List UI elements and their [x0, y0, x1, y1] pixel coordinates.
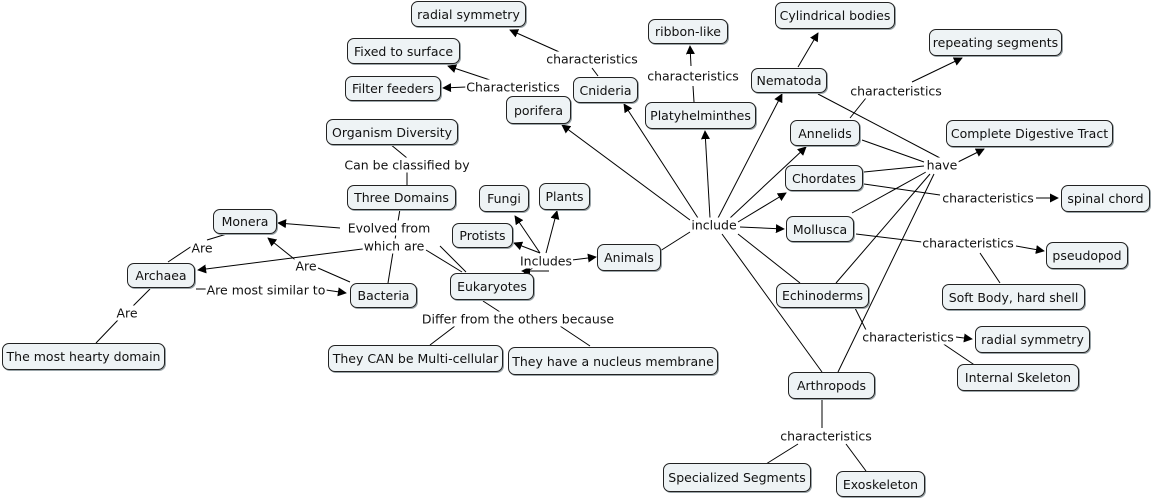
- link-differ-from-others: Differ from the others because: [420, 311, 616, 327]
- concept-organism-diversity[interactable]: Organism Diversity: [326, 119, 458, 145]
- concept-pseudopod[interactable]: pseudopod: [1046, 242, 1128, 269]
- concept-internal-skeleton[interactable]: Internal Skeleton: [957, 364, 1079, 391]
- concept-animals[interactable]: Animals: [597, 244, 661, 271]
- concept-fixed-to-surface[interactable]: Fixed to surface: [347, 38, 460, 64]
- concept-chordates[interactable]: Chordates: [785, 165, 863, 191]
- concept-complete-digestive-tract[interactable]: Complete Digestive Tract: [946, 120, 1113, 147]
- concept-repeating-segments[interactable]: repeating segments: [929, 29, 1062, 56]
- concept-nematoda[interactable]: Nematoda: [751, 68, 827, 93]
- link-most-similar-to: Are most similar to: [205, 282, 327, 298]
- concept-protists[interactable]: Protists: [452, 223, 513, 248]
- concept-radial-symmetry-cnideria[interactable]: radial symmetry: [411, 1, 526, 27]
- link-which-are: which are: [362, 238, 426, 254]
- concept-eukaryotes[interactable]: Eukaryotes: [450, 273, 534, 300]
- link-evolved-from: Evolved from: [346, 220, 432, 236]
- concept-specialized-segments[interactable]: Specialized Segments: [663, 463, 811, 492]
- link-characteristics-platyhelminthes: characteristics: [646, 68, 740, 84]
- concept-cylindrical-bodies[interactable]: Cylindrical bodies: [775, 2, 895, 29]
- concept-fungi[interactable]: Fungi: [479, 185, 529, 212]
- concept-exoskeleton[interactable]: Exoskeleton: [836, 471, 925, 497]
- concept-plants[interactable]: Plants: [539, 183, 590, 210]
- link-have: have: [925, 157, 959, 173]
- concept-mollusca[interactable]: Mollusca: [786, 216, 854, 242]
- concept-arthropods[interactable]: Arthropods: [788, 372, 875, 399]
- concept-monera[interactable]: Monera: [213, 209, 277, 234]
- link-are-archaea-hearty: Are: [115, 305, 139, 321]
- concept-bacteria[interactable]: Bacteria: [350, 283, 417, 308]
- concept-annelids[interactable]: Annelids: [790, 120, 860, 146]
- link-are-archaea-monera: Are: [190, 240, 214, 256]
- link-characteristics-porifera: Characteristics: [465, 79, 561, 95]
- concept-archaea[interactable]: Archaea: [127, 263, 195, 288]
- link-characteristics-annelids: characteristics: [849, 83, 943, 99]
- concept-three-domains[interactable]: Three Domains: [347, 185, 456, 210]
- concept-filter-feeders[interactable]: Filter feeders: [345, 76, 441, 101]
- concept-most-hearty-domain[interactable]: The most hearty domain: [2, 343, 165, 370]
- concept-nucleus-membrane[interactable]: They have a nucleus membrane: [508, 347, 718, 375]
- concept-ribbon-like[interactable]: ribbon-like: [648, 19, 728, 44]
- concept-spinal-chord[interactable]: spinal chord: [1061, 185, 1150, 212]
- link-include: include: [690, 217, 738, 233]
- concept-radial-symmetry-echinoderms[interactable]: radial symmetry: [975, 326, 1090, 353]
- link-characteristics-cnideria: characteristics: [545, 51, 639, 67]
- link-classified-by: Can be classified by: [343, 157, 471, 173]
- link-includes: Includes: [518, 253, 574, 269]
- concept-multicellular[interactable]: They CAN be Multi-cellular: [328, 345, 503, 372]
- link-are-bacteria-monera: Are: [294, 258, 318, 274]
- link-characteristics-mollusca: characteristics: [921, 235, 1015, 251]
- concept-platyhelminthes[interactable]: Platyhelminthes: [645, 102, 756, 129]
- concept-soft-body-hard-shell[interactable]: Soft Body, hard shell: [942, 284, 1085, 310]
- link-characteristics-echinoderms: characteristics: [861, 329, 955, 345]
- concept-porifera[interactable]: porifera: [506, 96, 571, 124]
- concept-cnideria[interactable]: Cnideria: [573, 77, 638, 103]
- concept-echinoderms[interactable]: Echinoderms: [776, 283, 869, 308]
- link-characteristics-chordates: characteristics: [941, 190, 1035, 206]
- link-characteristics-arthropods: characteristics: [779, 428, 873, 444]
